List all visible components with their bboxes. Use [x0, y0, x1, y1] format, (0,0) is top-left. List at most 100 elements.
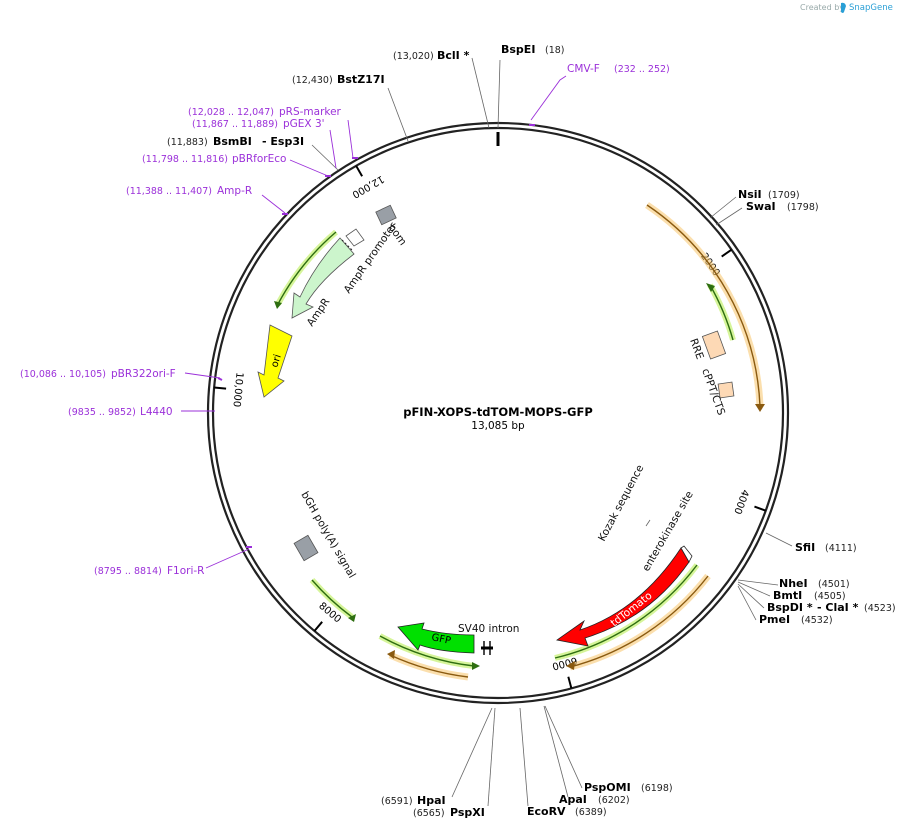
site-name-swai[interactable]: SwaI: [746, 200, 776, 213]
site-leaders: [311, 57, 793, 807]
arc-lower-right: [569, 575, 709, 668]
leader-bsmbi: [311, 144, 339, 171]
primer-name-l4440[interactable]: L4440: [140, 406, 173, 418]
primer-pos-pbrforeco: (11,798 .. 11,816): [142, 154, 228, 165]
primer-mark-pbr322: [217, 377, 223, 381]
cppt-block: [717, 381, 735, 399]
tick-mark-4000: [754, 505, 767, 512]
site-pos-bspei: (18): [545, 45, 565, 56]
site-name-nsii[interactable]: NsiI: [738, 188, 762, 201]
site-name-nhei[interactable]: NheI: [779, 577, 808, 590]
site-pos-pspxi: (6565): [413, 808, 445, 819]
leader-bspdi: [737, 583, 765, 609]
site-pos-hpai: (6591): [381, 796, 413, 807]
arc-lower-arrowhead: [387, 650, 395, 659]
primer-pos-rsmarker: (12,028 .. 12,047): [188, 107, 274, 118]
tick-mark-10000: [214, 386, 227, 390]
leader-sfii: [765, 532, 793, 547]
leader-cmvf: [530, 75, 567, 121]
tick-label-12000: 12,000: [350, 173, 386, 200]
site-pos-pmei: (4532): [801, 615, 833, 626]
primer-pos-l4440: (9835 .. 9852): [68, 407, 136, 418]
site-name-bspei[interactable]: BspEI: [501, 43, 535, 56]
plasmid-name: pFIN-XOPS-tdTOM-MOPS-GFP: [403, 405, 593, 419]
site-name-hpai[interactable]: HpaI: [417, 794, 446, 807]
arc-right-arrowhead: [755, 404, 765, 412]
arc-ampr-arrowhead: [274, 301, 282, 309]
leader-kozak: [645, 519, 651, 527]
leader-f1ori: [205, 548, 250, 569]
arc-lower-right-arrowhead: [566, 661, 575, 670]
leader-gex3: [329, 129, 337, 169]
leader-pspxi: [487, 707, 496, 807]
primer-name-ampr[interactable]: Amp-R: [217, 185, 252, 197]
tick-label-10000: 10,000: [231, 372, 245, 408]
ampr-arrow[interactable]: [291, 237, 355, 319]
primer-name-pbr322[interactable]: pBR322ori-F: [111, 368, 176, 380]
site-name-pspxi[interactable]: PspXI: [450, 806, 485, 819]
site-name-apai[interactable]: ApaI: [559, 793, 587, 806]
arc-gfp: [379, 635, 475, 667]
primer-pos-ampr: (11,388 .. 11,407): [126, 186, 212, 197]
tick-mark-12000: [355, 165, 363, 177]
leader-nhei: [737, 579, 779, 586]
outer-arcs: [387, 202, 765, 681]
site-name-bspdi[interactable]: BspDI *: [767, 601, 813, 614]
tick-mark-6000: [567, 676, 573, 689]
primer-name-gex3[interactable]: pGEX 3': [283, 118, 325, 130]
leader-bmti: [737, 581, 771, 597]
site-name-bsmbi[interactable]: BsmBI: [213, 135, 252, 148]
enterokinase-site-block: [680, 545, 693, 563]
site-pos-pspomi: (6198): [641, 783, 673, 794]
leader-ecorv: [519, 707, 529, 807]
site-extra-bspdi[interactable]: - ClaI *: [817, 601, 859, 614]
site-name-pmei[interactable]: PmeI: [759, 613, 790, 626]
site-pos-bspdi: (4523): [864, 603, 896, 614]
primer-name-f1ori[interactable]: F1ori-R: [167, 565, 204, 577]
sv40-label: SV40 intron: [458, 623, 519, 635]
arc-right: [646, 204, 761, 407]
snapgene-brand: Created by SnapGene: [800, 2, 893, 13]
site-name-ecorv[interactable]: EcoRV: [527, 805, 566, 818]
primer-name-cmvf[interactable]: CMV-F: [567, 63, 600, 75]
plasmid-length: 13,085 bp: [471, 420, 525, 432]
ampr-promoter-block: [345, 228, 365, 247]
arc-rre-arrowhead: [706, 283, 715, 292]
primer-labels: CMV-F (232 .. 252) (12,028 .. 12,047) pR…: [20, 63, 670, 577]
primer-pos-f1ori: (8795 .. 8814): [94, 566, 162, 577]
snapgene-logo-icon: [841, 2, 846, 13]
primer-name-rsmarker[interactable]: pRS-marker: [279, 106, 342, 118]
site-extra-bsmbi[interactable]: - Esp3I: [262, 135, 304, 148]
site-name-bmti[interactable]: BmtI: [773, 589, 802, 602]
leader-bcli: [471, 57, 490, 129]
site-pos-sfii: (4111): [825, 543, 857, 554]
site-pos-bcli: (13,020): [393, 51, 434, 62]
site-pos-apai: (6202): [598, 795, 630, 806]
site-name-bstz17i[interactable]: BstZ17I: [337, 73, 385, 86]
translation-arcs: [274, 229, 736, 670]
ori-arrow[interactable]: [257, 324, 293, 398]
site-pos-bstz17i: (12,430): [292, 75, 333, 86]
primer-name-pbrforeco[interactable]: pBRforEco: [232, 153, 286, 165]
leader-pbrforeco: [289, 159, 329, 177]
tick-mark-2000: [721, 248, 733, 258]
leader-swai: [715, 207, 743, 226]
primer-leaders: [181, 75, 567, 569]
arc-tdtomato: [554, 564, 698, 659]
site-name-pspomi[interactable]: PspOMI: [584, 781, 631, 794]
kozak-label: Kozak sequence: [596, 463, 646, 543]
primer-pos-pbr322: (10,086 .. 10,105): [20, 369, 106, 380]
rre-block: [701, 330, 727, 360]
tdtomato-arrow[interactable]: [556, 547, 690, 647]
gfp-arrow[interactable]: [397, 622, 475, 654]
site-pos-nhei: (4501): [818, 579, 850, 590]
leader-pmei: [737, 585, 757, 621]
leader-ampr: [261, 194, 286, 214]
site-pos-bsmbi: (11,883): [167, 137, 208, 148]
brand-created-by: Created by: [800, 3, 844, 12]
primer-pos-cmvf: (232 .. 252): [614, 64, 670, 75]
site-name-sfii[interactable]: SfiI: [795, 541, 815, 554]
site-name-bcli[interactable]: BclI *: [437, 49, 470, 62]
arc-bgh: [311, 579, 353, 618]
rre-label: RRE: [687, 337, 706, 361]
